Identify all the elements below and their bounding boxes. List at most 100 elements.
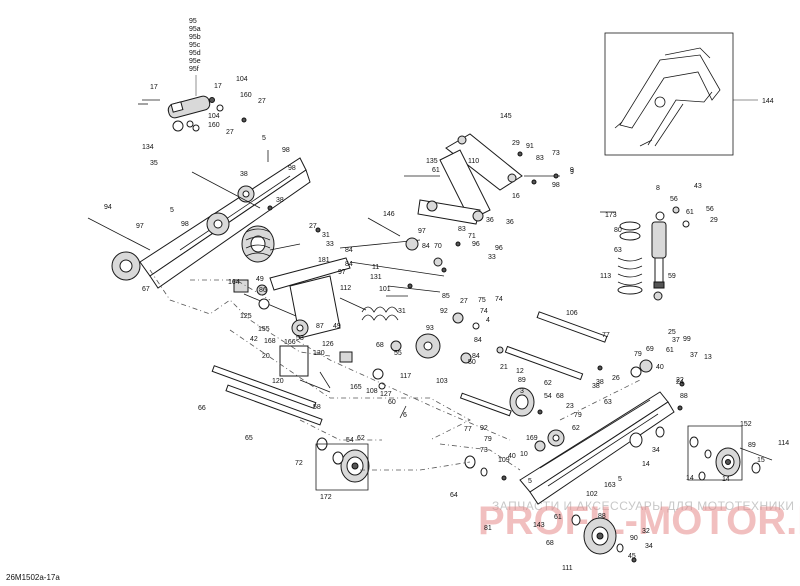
callout-number: 16 <box>512 193 520 200</box>
callout-number: 63 <box>614 247 622 254</box>
callout-number: 35 <box>150 160 158 167</box>
callout-number: 104 <box>236 76 248 83</box>
callout-number: 84 <box>422 243 430 250</box>
callout-number: 96 <box>472 241 480 248</box>
callout-number: 66 <box>198 405 206 412</box>
callout-number: 31 <box>322 232 330 239</box>
torsion-springs <box>339 297 399 321</box>
callout-number: 40 <box>508 453 516 460</box>
watermark-text: ЗАПЧАСТИ И АКСЕССУАРЫ ДЛЯ МОТОТЕХНИКИ <box>492 499 794 513</box>
callout-number: 22 <box>676 377 684 384</box>
callout-number: 101 <box>379 286 391 293</box>
callout-number: 10 <box>520 451 528 458</box>
bogie-wheel-left <box>315 437 370 491</box>
callout-number: 125 <box>240 313 252 320</box>
callout-number: 79 <box>574 412 582 419</box>
callout-number: 172 <box>320 494 332 501</box>
callout-number: 17 <box>150 84 158 91</box>
callout-number: 114 <box>778 440 789 447</box>
callout-number: 143 <box>533 522 545 529</box>
callout-number: 98 <box>181 221 189 228</box>
callout-number: 12 <box>516 368 524 375</box>
callout-number: 24 <box>676 379 684 386</box>
callout-number: 29 <box>710 217 718 224</box>
callout-number: 55 <box>394 350 402 357</box>
callout-number: 73 <box>552 150 560 157</box>
callout-number: 20 <box>262 353 270 360</box>
callout-number: 21 <box>500 364 508 371</box>
callout-number: 104 <box>208 113 220 120</box>
callout-number: 56 <box>706 206 714 213</box>
callout-number: 6 <box>403 412 407 419</box>
callout-number: 181 <box>318 257 330 264</box>
callout-number: 98 <box>552 182 560 189</box>
callout-number: 84 <box>474 337 482 344</box>
callout-number: 9 <box>570 169 574 176</box>
callout-number: 14 <box>686 475 694 482</box>
callout-number: 38 <box>240 171 248 178</box>
center-rods <box>339 217 445 293</box>
callout-number: 86 <box>259 287 267 294</box>
callout-number: 5 <box>170 207 174 214</box>
callout-number: 98 <box>282 147 290 154</box>
callout-number: 4 <box>486 317 490 324</box>
callout-number: 32 <box>642 528 650 535</box>
callout-number: 110 <box>468 158 479 165</box>
callout-number: 61 <box>666 347 674 354</box>
callout-number: 61 <box>432 167 440 174</box>
front-arm-assembly <box>233 225 351 339</box>
callout-number: 27 <box>258 98 266 105</box>
callout-number: 88 <box>598 513 606 520</box>
callout-number: 97 <box>338 269 346 276</box>
callout-number: 87 <box>316 323 324 330</box>
callout-number: 53 <box>296 335 304 342</box>
callout-number: 99 <box>683 336 691 343</box>
callout-number: 79 <box>634 351 642 358</box>
callout-number: 73 <box>480 447 488 454</box>
callout-number: 155 <box>258 326 270 333</box>
callout-number: 109 <box>498 457 510 464</box>
callout-number: 89 <box>518 377 526 384</box>
callout-number: 92 <box>440 308 448 315</box>
callout-number: 77 <box>602 332 610 339</box>
callout-number: 54 <box>544 393 552 400</box>
callout-number: 23 <box>566 403 574 410</box>
callout-number: 49 <box>333 323 341 330</box>
callout-number: 58 <box>313 404 321 411</box>
callout-number: 5 <box>528 478 532 485</box>
callout-number: 74 <box>480 308 488 315</box>
rear-idler-wheels <box>571 425 761 555</box>
callout-number: 33 <box>488 254 496 261</box>
callout-number: 17 <box>214 83 222 90</box>
callout-number: 38 <box>276 197 284 204</box>
callout-number: 89 <box>748 442 756 449</box>
callout-number: 131 <box>370 274 382 281</box>
callout-number: 113 <box>600 273 611 280</box>
watermark-logo: PROFIL-MOTOR.RU <box>478 499 800 543</box>
left-rail-assembly <box>87 157 311 289</box>
right-rail-assembly <box>519 359 675 505</box>
shock-stack-labels: 95 95a 95b 95c 95d 95e 95f <box>189 18 201 73</box>
callout-number: 63 <box>604 399 612 406</box>
stack-label: 95 <box>189 18 197 25</box>
rear-shock-assembly <box>617 206 690 301</box>
callout-number: 169 <box>526 435 538 442</box>
callout-numbers: 17 104 160 27 17 134 35 104 160 27 98 5 … <box>104 76 789 572</box>
callout-number: 106 <box>566 310 578 317</box>
callout-number: 83 <box>458 226 466 233</box>
stack-label: 95f <box>189 66 199 73</box>
stack-label: 95a <box>189 26 201 33</box>
shock-absorber-top <box>142 75 224 132</box>
callout-number: 111 <box>562 565 573 572</box>
callout-number: 15 <box>757 457 765 464</box>
callout-number: 62 <box>572 425 580 432</box>
callout-number: 29 <box>512 140 520 147</box>
callout-number: 80 <box>614 227 622 234</box>
cross-shafts <box>211 311 608 426</box>
callout-number: 31 <box>398 308 406 315</box>
callout-number: 108 <box>366 388 378 395</box>
callout-number: 33 <box>326 241 334 248</box>
callout-number: 65 <box>245 435 253 442</box>
idler-wheels-center <box>464 387 535 477</box>
